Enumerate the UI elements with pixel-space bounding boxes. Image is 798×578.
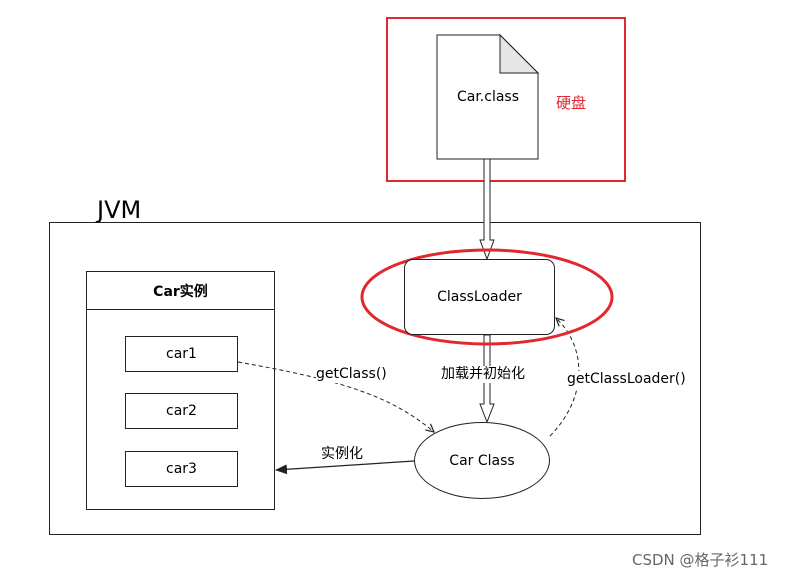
jvm-container bbox=[49, 222, 701, 535]
instantiate-arrow bbox=[275, 460, 415, 475]
getclass-label: getClass() bbox=[316, 366, 387, 383]
getclass-arrow bbox=[237, 361, 434, 432]
car-instances-title: Car实例 bbox=[87, 272, 274, 310]
file-to-classloader-arrow bbox=[479, 158, 495, 261]
disk-label: 硬盘 bbox=[556, 94, 587, 112]
jvm-label: JVM bbox=[97, 196, 142, 224]
instantiate-label: 实例化 bbox=[321, 446, 363, 463]
getclassloader-label: getClassLoader() bbox=[567, 371, 686, 388]
car-class-node: Car Class bbox=[414, 422, 550, 499]
car-instance-2: car2 bbox=[125, 393, 238, 429]
load-init-label: 加载并初始化 bbox=[441, 366, 525, 383]
car-instance-3: car3 bbox=[125, 451, 238, 487]
car-instance-1: car1 bbox=[125, 336, 238, 372]
disk-region-box bbox=[386, 17, 626, 182]
watermark: CSDN @格子衫111 bbox=[632, 551, 769, 569]
car-class-file-label: Car.class bbox=[456, 89, 520, 105]
file-fold-corner bbox=[499, 33, 540, 74]
classloader-node: ClassLoader bbox=[404, 259, 555, 335]
classloader-highlight-ellipse bbox=[360, 248, 614, 346]
car-instances-panel: Car实例 car1 car2 car3 bbox=[86, 271, 275, 510]
